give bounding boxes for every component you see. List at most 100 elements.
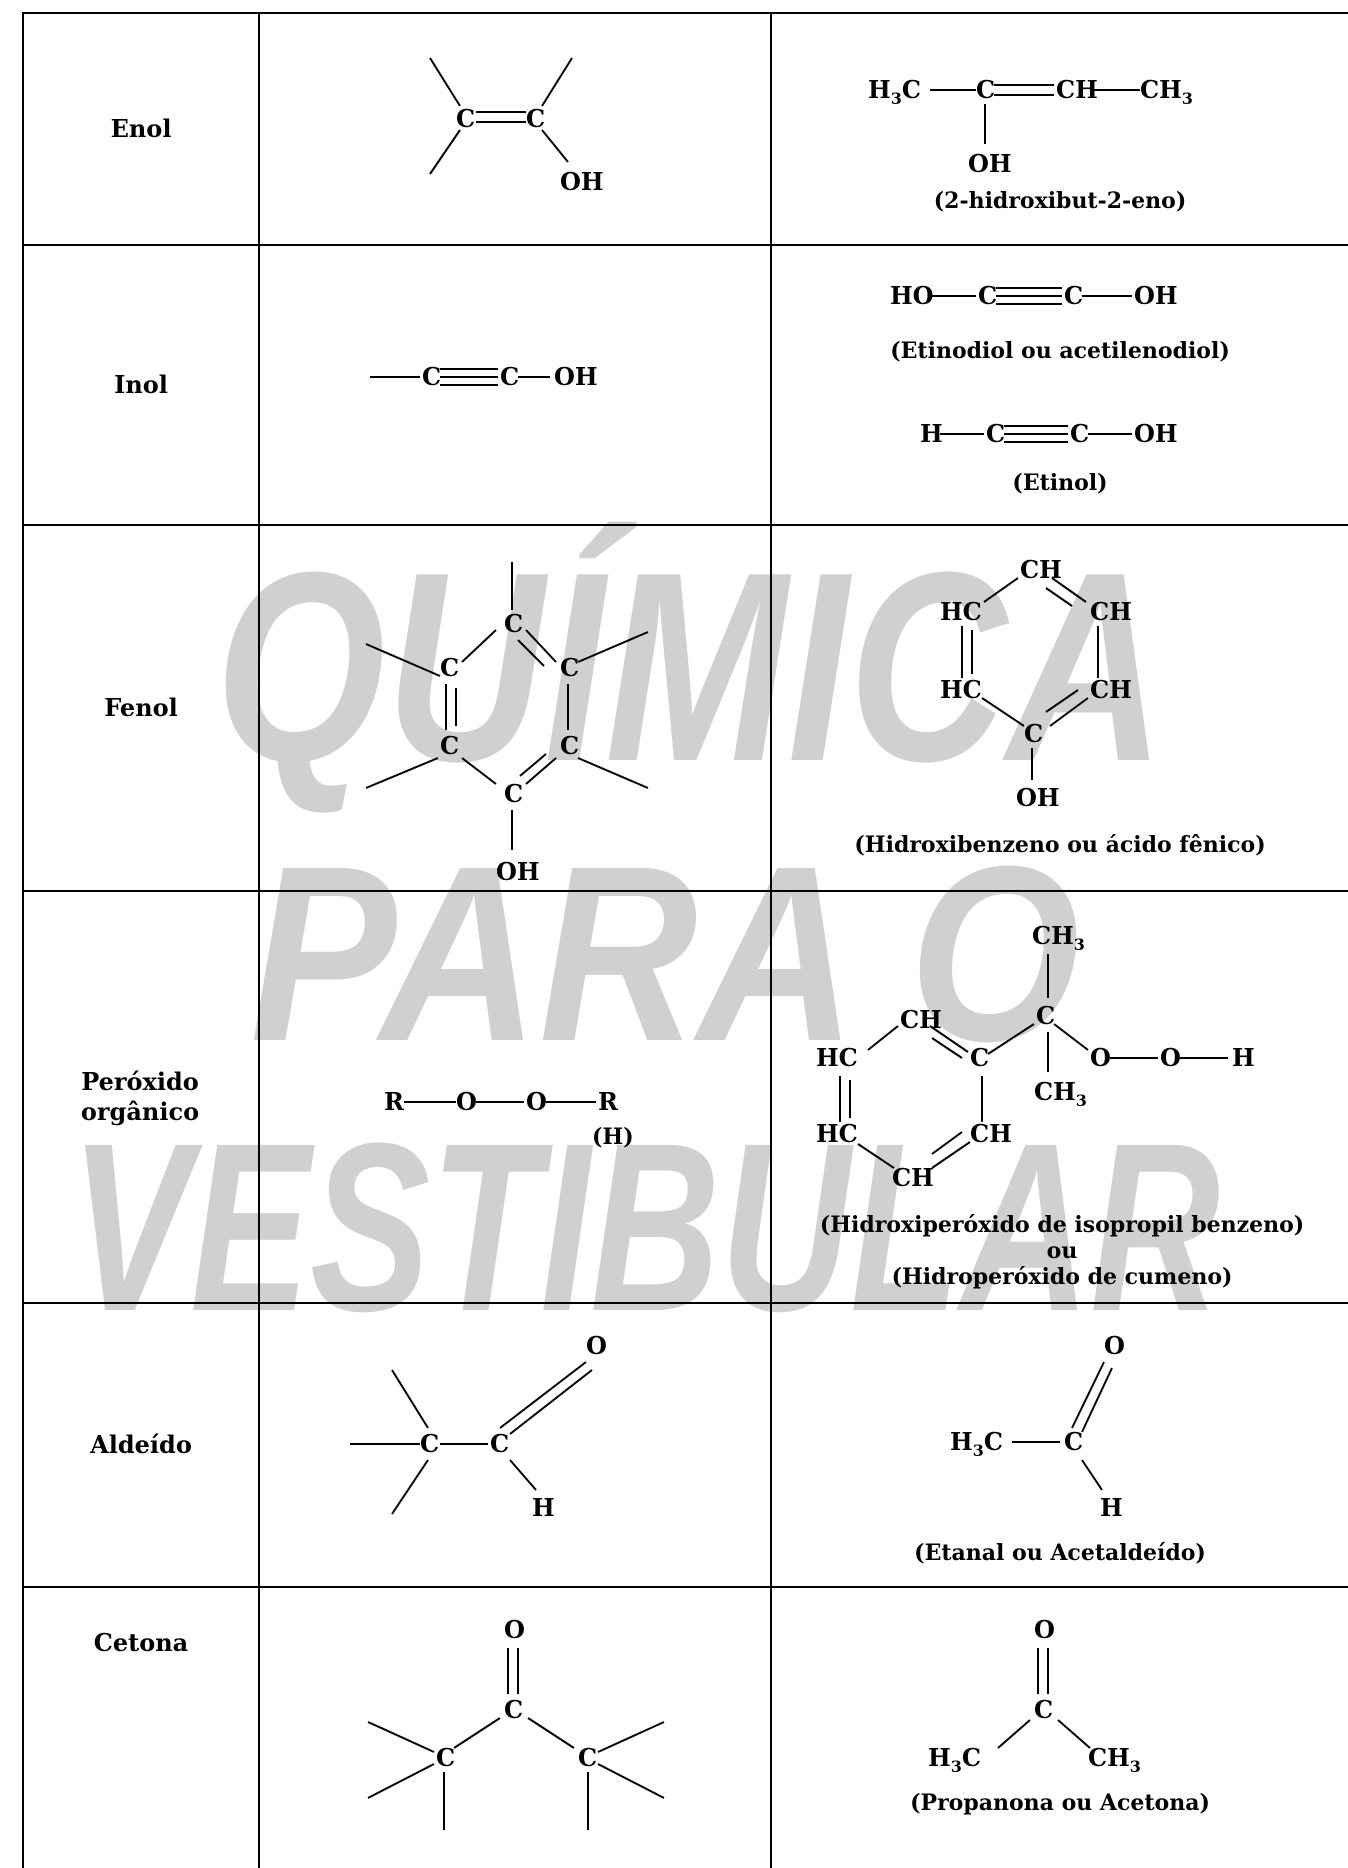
atom: O — [1034, 1615, 1055, 1644]
atom: C — [970, 1043, 989, 1072]
example-structure-fenol: CH HC CH HC CH C OH (Hidroxibenzeno ou á… — [854, 555, 1265, 858]
atom: HC — [816, 1043, 858, 1072]
atom: C — [504, 609, 523, 638]
atom: C — [986, 419, 1005, 448]
example-caption: (Hidroperóxido de cumeno) — [892, 1264, 1233, 1290]
atom: H — [532, 1493, 555, 1522]
atom: CH3 — [1032, 921, 1085, 954]
example-caption: (Etinodiol ou acetilenodiol) — [890, 338, 1230, 364]
atom: C — [1070, 419, 1089, 448]
example-caption: (2-hidroxibut-2-eno) — [934, 188, 1187, 214]
atom: (H) — [592, 1124, 634, 1150]
function-name-aldeido: Aldeído — [90, 1430, 192, 1459]
table-col-divider-1 — [258, 12, 260, 1868]
atom: C — [504, 779, 523, 808]
atom: CH — [892, 1163, 934, 1192]
atom: H — [920, 419, 943, 448]
example-caption: (Etanal ou Acetaldeído) — [914, 1540, 1206, 1566]
function-name-enol: Enol — [110, 114, 172, 143]
table-row-divider-3 — [22, 890, 1348, 892]
general-structure-fenol: C C C C C C OH — [365, 562, 649, 886]
atom: OH — [496, 857, 540, 886]
example-caption: ou — [1047, 1238, 1078, 1264]
atom: H3C — [928, 1743, 981, 1776]
example-structure-aldeido: O O H3C C H (Etanal ou Acetaldeído) — [914, 1331, 1206, 1566]
function-name-cetona: Cetona — [93, 1628, 189, 1657]
atom: OH — [1134, 281, 1178, 310]
atom: H — [1100, 1493, 1123, 1522]
table-row-divider-1 — [22, 244, 1348, 246]
example-structure-inol: HO C C OH (Etinodiol ou acetilenodiol) H… — [890, 281, 1230, 496]
table-row-divider-4 — [22, 1302, 1348, 1304]
atom: C — [456, 104, 475, 133]
function-name-inol: Inol — [114, 370, 168, 399]
atom: C — [978, 281, 997, 310]
atom: OH — [1016, 783, 1060, 812]
atom: O — [1104, 1331, 1125, 1360]
atom: O — [456, 1087, 477, 1116]
general-structure-inol: C C OH — [370, 362, 598, 391]
atom: C — [1064, 281, 1083, 310]
function-name-fenol: Fenol — [104, 693, 178, 722]
atom: C — [578, 1743, 597, 1772]
atom: OH — [560, 167, 604, 196]
atom: O — [586, 1331, 607, 1360]
atom: O — [526, 1087, 547, 1116]
general-structure-cetona: O C C C — [367, 1615, 665, 1830]
atom: OH — [554, 362, 598, 391]
atom: C — [526, 104, 545, 133]
atom: HC — [816, 1119, 858, 1148]
atom: C — [1064, 1427, 1083, 1456]
atom: C — [500, 362, 519, 391]
atom: C — [1034, 1695, 1053, 1724]
example-caption: (Hidroxiperóxido de isopropil benzeno) — [820, 1212, 1304, 1238]
atom: H3C — [950, 1427, 1003, 1460]
example-caption: (Propanona ou Acetona) — [910, 1790, 1210, 1816]
table-border-top — [22, 12, 1348, 14]
atom: C — [560, 731, 579, 760]
atom: CH — [1090, 675, 1132, 704]
atom: CH3 — [1034, 1077, 1087, 1110]
atom: O — [1160, 1043, 1181, 1072]
example-structure-enol: H3C C CH CH3 OH (2-hidroxibut-2-eno) — [868, 75, 1193, 214]
atom: CH3 — [1088, 1743, 1141, 1776]
example-structure-cetona: O C H3C CH3 (Propanona ou Acetona) — [910, 1615, 1210, 1816]
atom: C — [422, 362, 441, 391]
atom: HC — [940, 675, 982, 704]
atom: C — [1036, 1001, 1055, 1030]
example-caption: (Hidroxibenzeno ou ácido fênico) — [854, 832, 1265, 858]
general-structure-peroxido: R O O R (H) — [384, 1087, 634, 1150]
atom: C — [560, 653, 579, 682]
general-structure-aldeido: O C C H — [350, 1331, 607, 1522]
atom: C — [440, 653, 459, 682]
atom: OH — [968, 149, 1012, 178]
atom: HC — [940, 597, 982, 626]
atom: CH — [1056, 75, 1098, 104]
atom: O — [1090, 1043, 1111, 1072]
table-row-divider-5 — [22, 1586, 1348, 1588]
example-caption: (Etinol) — [1012, 470, 1107, 496]
table-row-divider-2 — [22, 524, 1348, 526]
general-structure-enol: C C OH — [429, 57, 604, 196]
atom: R — [598, 1087, 619, 1116]
function-name-peroxido-organico: Peróxido orgânico — [80, 1067, 200, 1126]
atom: C — [1024, 719, 1043, 748]
table-border-left — [22, 12, 24, 1868]
atom: C — [976, 75, 995, 104]
atom: CH3 — [1140, 75, 1193, 108]
atom: C — [490, 1429, 509, 1458]
atom: C — [504, 1695, 523, 1724]
atom: H — [1232, 1043, 1255, 1072]
table-col-divider-2 — [770, 12, 772, 1868]
atom: R — [384, 1087, 405, 1116]
atom: C — [420, 1429, 439, 1458]
example-structure-peroxido: CH3 CH HC C C O O H CH3 HC CH CH (Hidrox… — [816, 921, 1304, 1290]
atom: OH — [1134, 419, 1178, 448]
atom: O — [504, 1615, 525, 1644]
atom: C — [436, 1743, 455, 1772]
atom: HO — [890, 281, 934, 310]
atom: CH — [1090, 597, 1132, 626]
atom: H3C — [868, 75, 921, 108]
atom: CH — [970, 1119, 1012, 1148]
